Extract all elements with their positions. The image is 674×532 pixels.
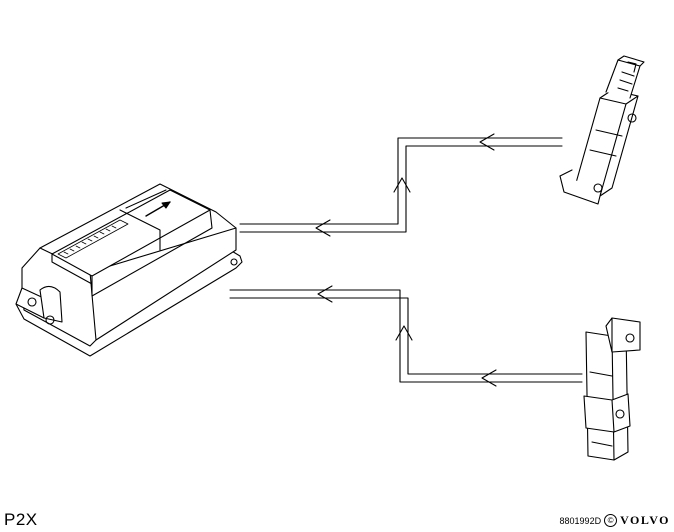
control-module	[15, 183, 243, 357]
lower-path-outer	[229, 289, 583, 383]
upper-signal-path	[239, 133, 563, 237]
lower-sensor-cap	[605, 317, 641, 353]
upper-path-inner	[239, 145, 563, 233]
upper-sensor-body	[573, 97, 627, 197]
lower-sensor	[583, 317, 641, 461]
mounting-hole-left	[27, 297, 37, 307]
upper-sensor-hole	[627, 113, 637, 123]
upper-sensor	[559, 55, 645, 205]
upper-path-outer	[239, 137, 563, 225]
lower-sensor-bracket	[583, 393, 631, 433]
lower-sensor-body	[585, 331, 615, 461]
flow-arrow-icon	[395, 325, 413, 341]
upper-sensor-hole	[593, 183, 603, 193]
flow-arrow-icon	[315, 219, 331, 237]
lower-sensor-hole	[625, 333, 635, 343]
footer: 8801992D © VOLVO	[560, 513, 670, 528]
flow-arrow-icon	[393, 177, 411, 193]
copyright-icon: ©	[604, 514, 618, 527]
connector-pins	[57, 219, 129, 259]
upper-sensor-foot	[559, 175, 603, 205]
flow-arrow-icon	[317, 285, 333, 303]
reference-number: 8801992D	[559, 515, 602, 526]
module-flange	[15, 249, 243, 357]
mounting-hole-mid	[45, 315, 55, 325]
brand-logo: VOLVO	[620, 513, 670, 527]
lower-path-inner	[229, 297, 583, 375]
flow-arrow-icon	[479, 133, 495, 151]
upper-sensor-connector	[605, 59, 641, 99]
model-label: P2X	[4, 510, 38, 529]
lower-sensor-hole	[615, 409, 625, 419]
mounting-ear-right	[39, 285, 63, 323]
lower-signal-path	[229, 285, 583, 387]
flow-arrow-icon	[481, 369, 497, 387]
mounting-hole-right	[230, 258, 238, 266]
